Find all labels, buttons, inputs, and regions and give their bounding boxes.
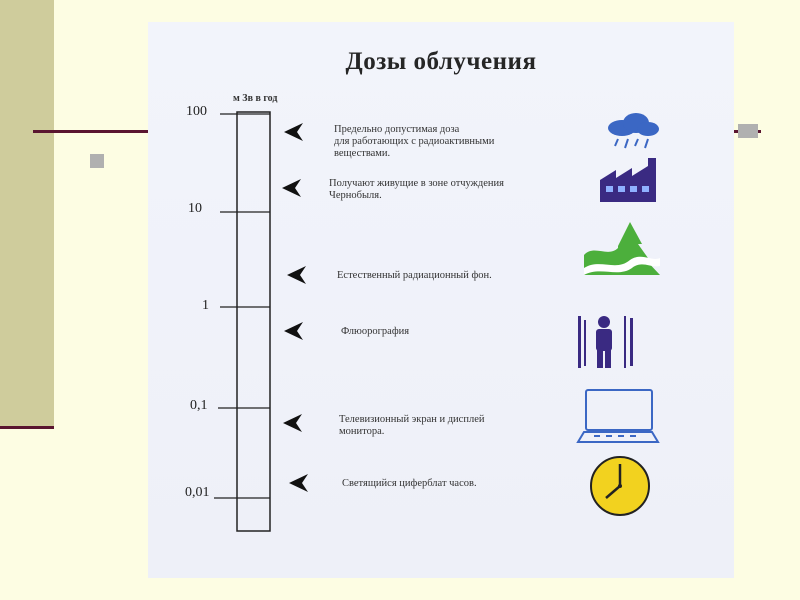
arrow-icon: [289, 474, 308, 492]
slide-divider-bottom: [0, 426, 54, 429]
caption-chernobyl: Получают живущие в зоне отчуждения Черно…: [329, 178, 504, 202]
arrow-icon: [284, 322, 303, 340]
bullet-square-right: [738, 124, 758, 138]
factory-icon: [600, 158, 656, 202]
rain-cloud-icon: [608, 113, 659, 149]
tick-label-100: 100: [186, 104, 207, 119]
tick-label-10: 10: [188, 201, 202, 216]
bullet-square: [90, 154, 104, 168]
caption-fluorography: Флюорография: [341, 326, 410, 337]
scale-unit-label: м Зв в год: [233, 93, 278, 104]
scale-column: [236, 111, 271, 532]
scanned-figure: Дозы облучения м Зв в год 100 10 1 0,1 0…: [148, 22, 734, 578]
tick-label-0-01: 0,01: [185, 485, 210, 500]
landscape-tree-icon: [584, 222, 660, 275]
caption-max-dose: Предельно допустимая доза для работающих…: [334, 124, 495, 160]
arrow-icon: [284, 123, 303, 141]
arrow-icon: [282, 179, 301, 197]
caption-natural-background: Естественный радиационный фон.: [337, 270, 492, 281]
tick-label-0-1: 0,1: [190, 398, 208, 413]
arrow-icon: [283, 414, 302, 432]
clock-icon: [590, 456, 650, 516]
arrow-icon: [287, 266, 306, 284]
slide-sidebar: [0, 0, 54, 428]
scale-diagram: [214, 111, 660, 532]
figure-title: Дозы облучения: [345, 48, 537, 75]
slide-divider-top: [33, 130, 153, 133]
caption-monitor: Телевизионный экран и дисплей монитора.: [339, 414, 485, 438]
tick-label-1: 1: [202, 298, 209, 313]
caption-clock: Светящийся циферблат часов.: [342, 478, 477, 489]
xray-person-icon: [578, 316, 633, 368]
laptop-icon: [576, 389, 660, 443]
